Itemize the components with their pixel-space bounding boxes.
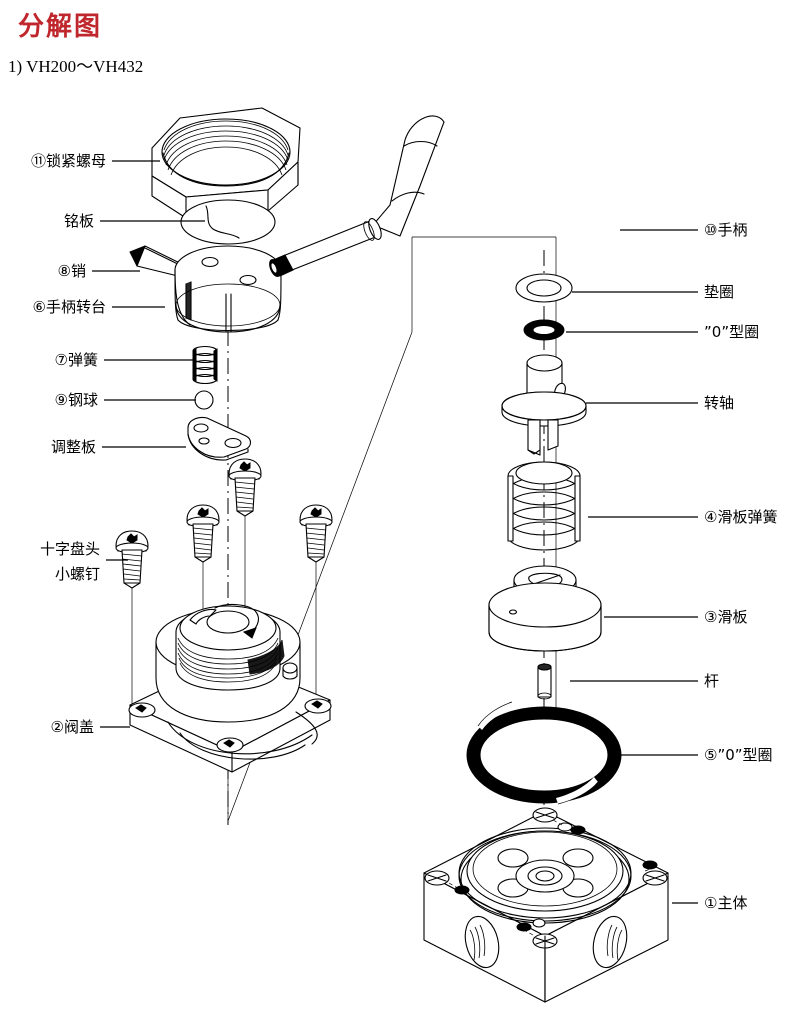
label-washer: 垫圈 xyxy=(704,283,735,301)
label-spring: ⑦弹簧 xyxy=(54,351,98,369)
label-slide-spring: ④滑板弹簧 xyxy=(704,508,778,526)
label-o-ring-small: ”0”型圈 xyxy=(704,323,760,341)
label-steel-ball: ⑨钢球 xyxy=(54,391,98,409)
leader-lines xyxy=(92,160,698,904)
part-spring-small xyxy=(192,345,218,385)
part-slide-spring xyxy=(507,461,581,551)
label-name-plate: 铭板 xyxy=(63,212,94,230)
screw-4 xyxy=(299,504,333,700)
label-valve-cover: ②阀盖 xyxy=(50,718,94,736)
label-adjust-plate: 调整板 xyxy=(50,438,96,456)
label-main-body: ①主体 xyxy=(704,894,748,912)
label-handle: ⑩手柄 xyxy=(704,221,748,239)
screw-1 xyxy=(115,530,149,712)
label-lock-nut: ⑪锁紧螺母 xyxy=(30,152,106,170)
label-o-ring-large: ⑤”0”型圈 xyxy=(704,746,773,764)
part-washer xyxy=(515,273,573,303)
part-rod xyxy=(537,663,552,700)
part-slide-plate xyxy=(488,565,602,652)
part-steel-ball xyxy=(194,390,214,410)
part-lock-nut xyxy=(151,107,301,219)
screw-3 xyxy=(228,458,262,640)
part-screws xyxy=(115,458,333,712)
part-name-plate xyxy=(180,199,276,245)
part-rotary-shaft xyxy=(501,354,587,456)
label-handle-turret: ⑥手柄转台 xyxy=(32,298,106,316)
page-title: 分解图 xyxy=(18,12,103,42)
label-pin: ⑧销 xyxy=(57,262,86,280)
part-handle-turret xyxy=(174,245,282,333)
part-adjust-plate xyxy=(187,416,252,461)
part-valve-cover xyxy=(128,603,332,773)
part-o-ring-large xyxy=(466,701,622,805)
part-o-ring-small xyxy=(523,319,565,341)
part-main-body xyxy=(423,807,669,1003)
screw-2 xyxy=(186,504,220,660)
model-range-subtitle: 1) VH200～VH432 xyxy=(8,57,144,76)
label-rod: 杆 xyxy=(704,672,720,690)
label-rotary-shaft: 转轴 xyxy=(704,394,735,412)
label-slide-plate: ③滑板 xyxy=(704,608,748,626)
part-handle xyxy=(269,115,445,278)
label-pan-head-screw: 十字盘头 小螺钉 xyxy=(39,540,100,583)
